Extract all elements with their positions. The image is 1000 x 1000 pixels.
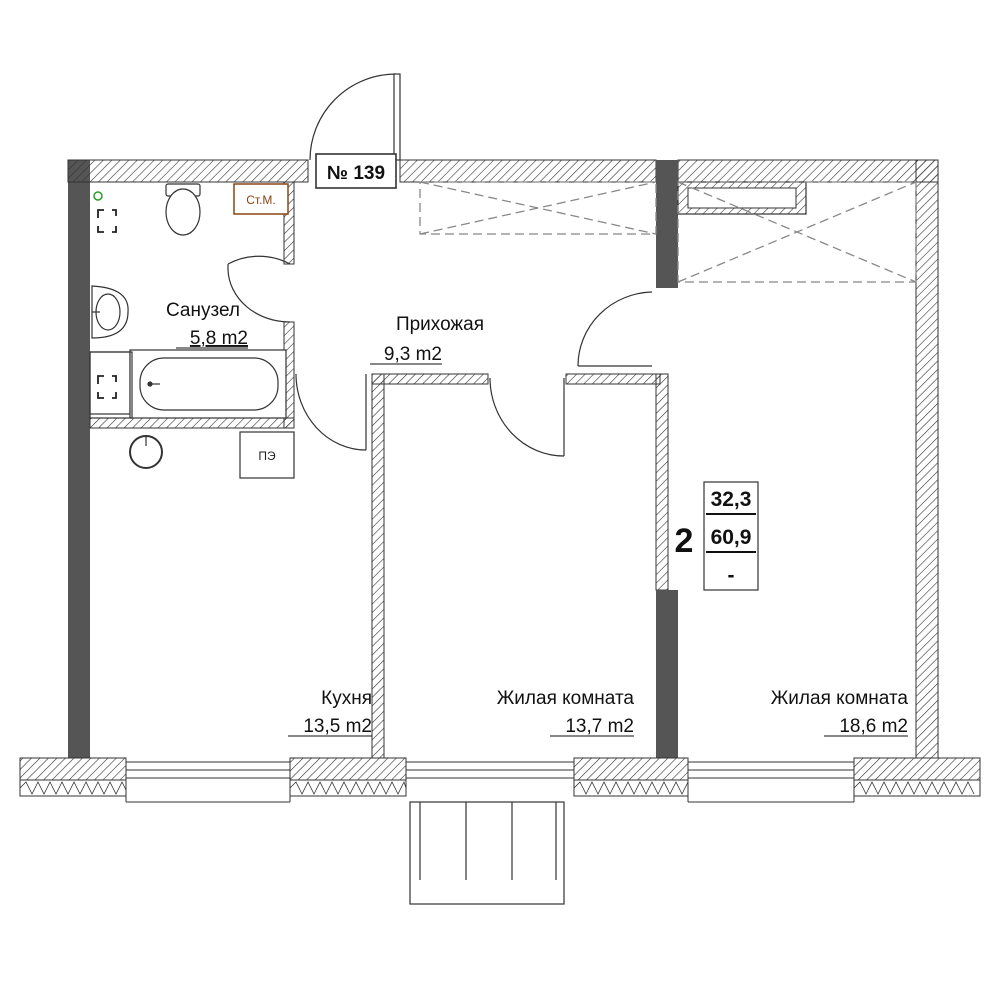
facade-seg-1 (19, 757, 127, 781)
kitchen-name: Кухня (321, 688, 372, 709)
drain-marker-1 (97, 209, 117, 233)
total-area-value: 60,9 (711, 526, 752, 549)
pe-label: ПЭ (258, 449, 276, 463)
facade-seg-4 (853, 757, 981, 781)
facade-bottom (19, 757, 981, 905)
kitchen-partition (371, 373, 385, 759)
room-labels: Санузел 5,8 m2 Прихожая 9,3 m2 Кухня 13,… (166, 300, 908, 737)
living1-area: 13,7 m2 (565, 716, 634, 737)
doors (227, 73, 653, 457)
riser-label: Ст.М. (246, 193, 276, 207)
hallway-name: Прихожая (396, 314, 484, 335)
insulation-zigzag (19, 780, 975, 795)
entrance-door-leaf (393, 73, 401, 161)
interior-walls (89, 181, 678, 759)
dashed-zones (419, 181, 917, 283)
room1-door-swing (489, 377, 565, 457)
facade-seg-3 (573, 757, 689, 781)
kitchen-door-swing (295, 373, 367, 451)
room2-door-swing (577, 291, 653, 367)
window-balcony-door (405, 761, 575, 779)
riser-box: Ст.М. (233, 183, 289, 215)
green-dot-icon (93, 191, 103, 201)
markers (93, 191, 117, 399)
living-area-value: 32,3 (711, 488, 752, 511)
window-kitchen (125, 761, 291, 803)
toilet-icon (165, 183, 201, 236)
wall-top-left (67, 159, 309, 183)
fixtures (89, 183, 287, 469)
room-partition-dark (656, 590, 678, 758)
apartment-number-box: № 139 (315, 153, 397, 189)
window-room2 (687, 761, 855, 803)
bath-partition-bottom (89, 417, 295, 429)
wall-right (915, 159, 939, 759)
living2-area: 18,6 m2 (839, 716, 908, 737)
hallway-area: 9,3 m2 (384, 344, 442, 365)
wall-top-right (399, 159, 657, 183)
drain-marker-2 (97, 375, 117, 399)
apartment-number: № 139 (327, 163, 385, 184)
room-partition (655, 373, 669, 591)
rooms-count: 2 (675, 522, 694, 560)
washbasin-icon (91, 285, 129, 339)
kitchen-area: 13,5 m2 (303, 716, 372, 737)
entrance-door-swing (309, 73, 397, 161)
facade-seg-2 (289, 757, 407, 781)
vent-block-inner (687, 187, 797, 209)
bathroom-door-swing (227, 255, 291, 265)
bathtub-icon (89, 349, 287, 419)
pe-box: ПЭ (239, 431, 295, 479)
wall-top-far-right (677, 159, 939, 183)
wall-column-top (656, 160, 678, 288)
balcony (409, 801, 565, 905)
bathroom-area: 5,8 m2 (190, 328, 248, 349)
room1-partition-top-right (565, 373, 661, 385)
wall-left (68, 160, 90, 758)
exterior-walls (67, 159, 939, 759)
living1-name: Жилая комната (497, 688, 635, 709)
apartment-summary: 2 32,3 60,9 - (675, 481, 759, 591)
bathroom-name: Санузел (166, 300, 240, 321)
room1-partition-top-left (371, 373, 489, 385)
kitchen-sink-icon (129, 435, 163, 469)
living2-name: Жилая комната (771, 688, 909, 709)
extra-value: - (728, 564, 735, 587)
